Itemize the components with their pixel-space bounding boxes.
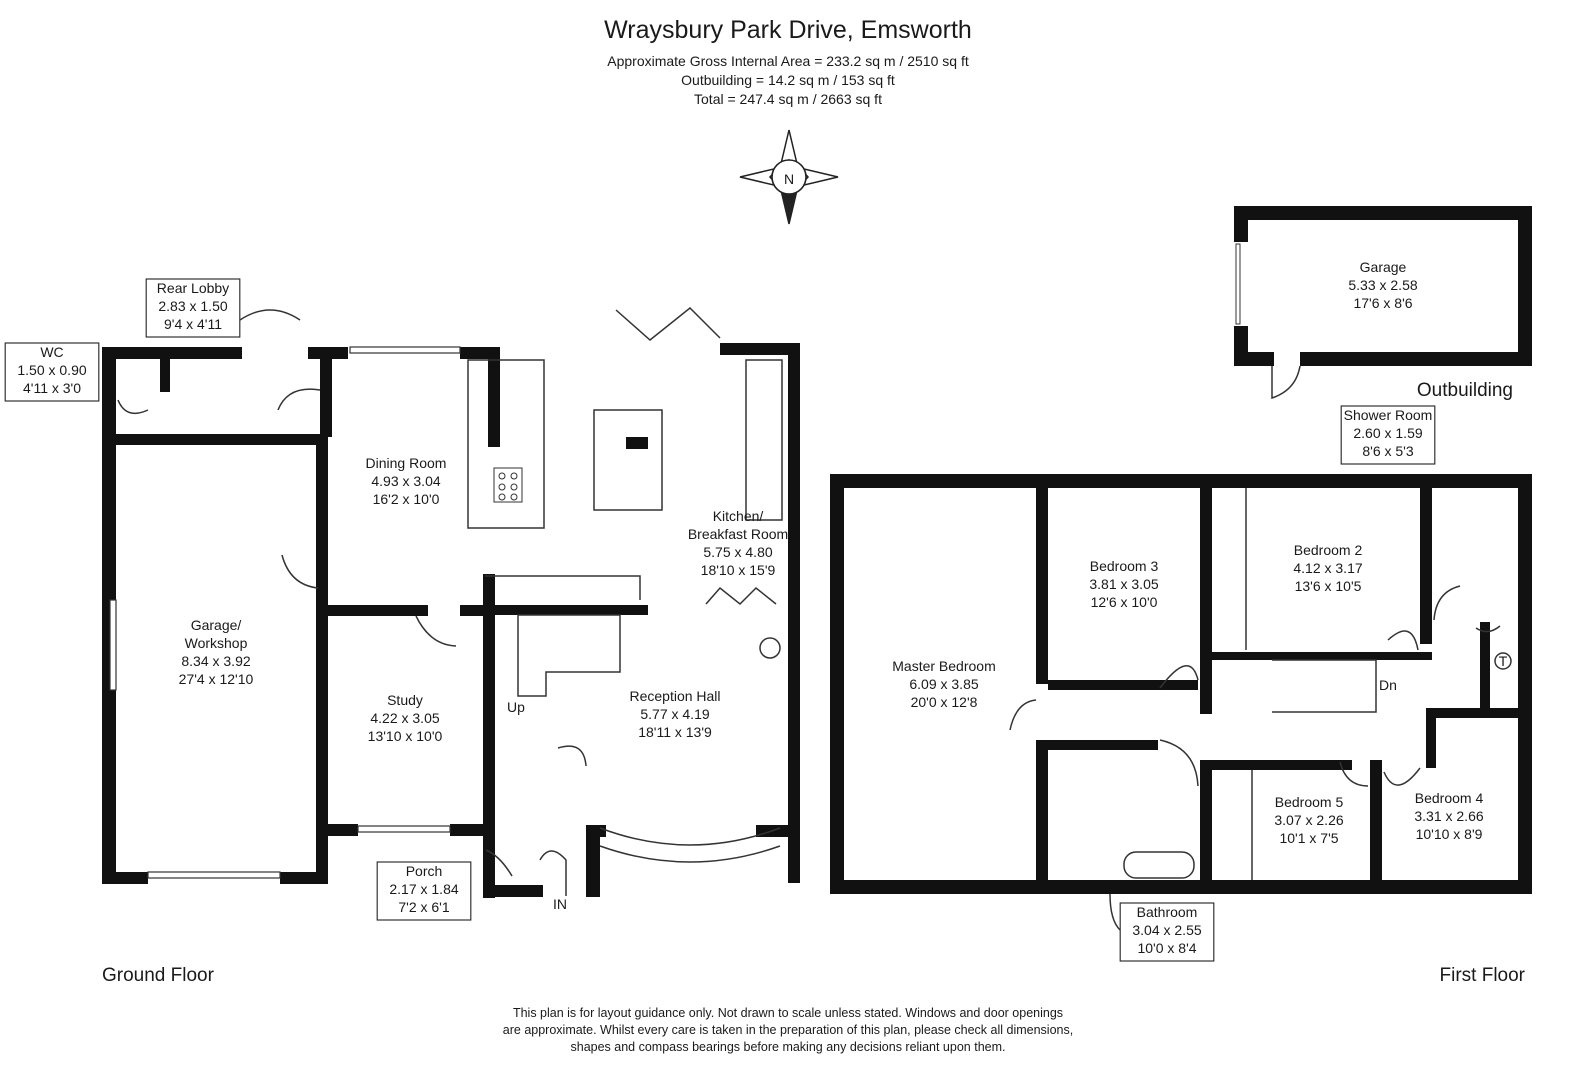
room-label-study: Study 4.22 x 3.05 13'10 x 10'0 [368,692,443,744]
room-label-porch: Porch 2.17 x 1.84 7'2 x 6'1 [376,861,472,921]
outbuilding-title: Outbuilding [1417,380,1513,401]
room-label-line: Reception Hall [629,688,720,704]
gross-area-text: Approximate Gross Internal Area = 233.2 … [607,53,969,69]
room-label-bed4: Bedroom 4 3.31 x 2.66 10'10 x 8'9 [1414,790,1483,842]
room-label-line: 12'6 x 10'0 [1091,594,1158,610]
room-label-line: Bedroom 3 [1090,558,1159,574]
disclaimer-line-3: shapes and compass bearings before makin… [570,1040,1006,1054]
room-label-line: 8.34 x 3.92 [181,653,250,669]
stairs-up-label: Up [507,699,525,715]
room-label-line: Bedroom 5 [1275,794,1344,810]
room-label-line: Bedroom 2 [1294,542,1363,558]
room-label-shower: Shower Room 2.60 x 1.59 8'6 x 5'3 [1340,405,1436,465]
room-label-line: 2.83 x 1.50 [158,298,227,314]
room-label-line: 1.50 x 0.90 [17,362,86,378]
room-label-line: Dining Room [366,455,447,471]
room-label-garage-workshop: Garage/Workshop 8.34 x 3.92 27'4 x 12'10 [179,617,254,687]
plan-title: Wraysbury Park Drive, Emsworth [604,16,972,44]
room-label-line: Breakfast Room [688,526,788,542]
room-label-line: 7'2 x 6'1 [398,899,449,915]
room-label-line: 16'2 x 10'0 [373,491,440,507]
room-label-bed5: Bedroom 5 3.07 x 2.26 10'1 x 7'5 [1274,794,1343,846]
room-label-line: 18'10 x 15'9 [701,562,776,578]
room-label-line: Master Bedroom [892,658,995,674]
room-label-reception: Reception Hall 5.77 x 4.19 18'11 x 13'9 [629,688,720,740]
room-label-line: 18'11 x 13'9 [638,724,712,740]
room-label-line: 2.17 x 1.84 [389,881,458,897]
compass-north-label: N [784,171,794,187]
room-label-line: Study [387,692,423,708]
room-label-line: 10'1 x 7'5 [1279,830,1338,846]
room-label-line: Bathroom [1137,904,1198,920]
ground-floor-title: Ground Floor [102,965,215,986]
room-label-line: 6.09 x 3.85 [909,676,978,692]
room-label-line: WC [40,344,63,360]
room-label-line: 13'10 x 10'0 [368,728,443,744]
room-label-line: Workshop [185,635,248,651]
room-label-line: Rear Lobby [157,280,229,296]
hob-icon [493,467,523,503]
room-label-line: 3.81 x 3.05 [1089,576,1158,592]
room-label-line: Porch [406,863,443,879]
room-label-line: Bedroom 4 [1415,790,1484,806]
stairs-down-label: Dn [1379,677,1397,693]
room-label-line: 4.93 x 3.04 [371,473,440,489]
disclaimer-line-2: are approximate. Whilst every care is ta… [502,1023,1074,1037]
room-label-line: 9'4 x 4'11 [164,316,222,332]
room-label-line: 17'6 x 8'6 [1353,295,1412,311]
compass-icon: N [739,129,839,225]
room-label-garage: Garage 5.33 x 2.58 17'6 x 8'6 [1348,259,1417,311]
room-label-line: 4'11 x 3'0 [23,380,81,396]
room-label-wc: WC 1.50 x 0.90 4'11 x 3'0 [4,342,100,402]
room-label-line: 10'10 x 8'9 [1416,826,1483,842]
disclaimer-line-1: This plan is for layout guidance only. N… [512,1006,1064,1020]
outbuilding-walls [1234,206,1532,366]
room-label-line: Garage/ [191,617,242,633]
room-label-line: 10'0 x 8'4 [1137,940,1196,956]
room-label-line: Kitchen/ [713,508,764,524]
room-label-line: 5.33 x 2.58 [1348,277,1417,293]
ground-floor-walls [102,343,800,898]
room-label-line: 5.77 x 4.19 [640,706,709,722]
room-label-kitchen: Kitchen/Breakfast Room 5.75 x 4.80 18'10 x… [688,508,788,578]
total-area-text: Total = 247.4 sq m / 2663 sq ft [694,91,882,107]
room-label-line: 3.31 x 2.66 [1414,808,1483,824]
room-label-line: 5.75 x 4.80 [703,544,772,560]
tank-label: T [1499,653,1508,669]
room-label-bed2: Bedroom 2 4.12 x 3.17 13'6 x 10'5 [1293,542,1362,594]
room-label-line: 4.22 x 3.05 [370,710,439,726]
room-label-line: 27'4 x 12'10 [179,671,254,687]
first-floor-walls [830,474,1532,894]
room-label-line: 3.07 x 2.26 [1274,812,1343,828]
room-label-line: 4.12 x 3.17 [1293,560,1362,576]
room-label-rear-lobby: Rear Lobby 2.83 x 1.50 9'4 x 4'11 [145,278,241,338]
room-label-line: 2.60 x 1.59 [1353,425,1422,441]
first-floor-partitions [1009,488,1501,931]
entrance-label: IN [553,896,567,912]
room-label-bed3: Bedroom 3 3.81 x 3.05 12'6 x 10'0 [1089,558,1158,610]
room-label-line: Garage [1360,259,1407,275]
room-label-line: 20'0 x 12'8 [911,694,978,710]
first-floor-title: First Floor [1440,965,1526,986]
room-label-line: 3.04 x 2.55 [1132,922,1201,938]
room-label-line: Shower Room [1344,407,1433,423]
room-label-bathroom: Bathroom 3.04 x 2.55 10'0 x 8'4 [1119,902,1215,962]
room-label-dining: Dining Room 4.93 x 3.04 16'2 x 10'0 [366,455,447,507]
ground-floor-partitions [117,306,783,896]
outbuilding-area-text: Outbuilding = 14.2 sq m / 153 sq ft [681,72,895,88]
room-label-master: Master Bedroom 6.09 x 3.85 20'0 x 12'8 [892,658,995,710]
room-label-line: 13'6 x 10'5 [1295,578,1362,594]
room-label-line: 8'6 x 5'3 [1362,443,1413,459]
